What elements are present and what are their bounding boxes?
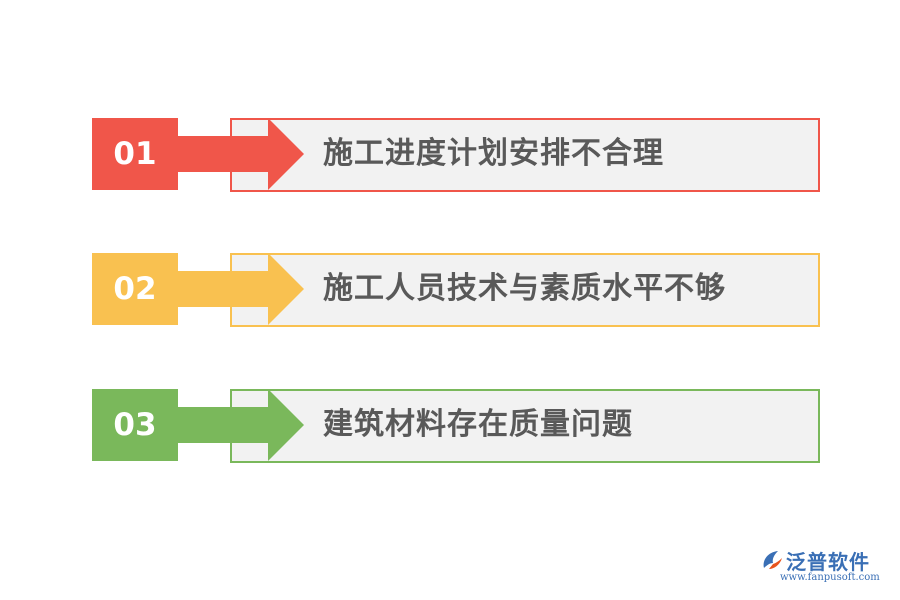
item-text-box xyxy=(230,389,820,463)
item-number-badge: 02 xyxy=(92,253,178,325)
item-number-badge: 01 xyxy=(92,118,178,190)
item-label: 建筑材料存在质量问题 xyxy=(323,407,633,442)
arrow-right-icon xyxy=(178,118,304,190)
item-text-box xyxy=(230,253,820,327)
item-number: 03 xyxy=(113,407,157,443)
item-number: 01 xyxy=(113,136,157,172)
arrow-right-icon xyxy=(178,253,304,325)
item-row-03: 03 建筑材料存在质量问题 xyxy=(92,389,820,463)
item-row-01: 01 施工进度计划安排不合理 xyxy=(92,118,820,192)
item-text-box xyxy=(230,118,820,192)
item-label: 施工人员技术与素质水平不够 xyxy=(323,271,726,306)
brand-url: www.fanpusoft.com xyxy=(780,572,880,583)
item-row-02: 02 施工人员技术与素质水平不够 xyxy=(92,253,820,327)
arrow-right-icon xyxy=(178,389,304,461)
item-number-badge: 03 xyxy=(92,389,178,461)
brand-logo: 泛普软件 www.fanpusoft.com xyxy=(760,546,888,586)
item-label: 施工进度计划安排不合理 xyxy=(323,136,664,171)
brand-name: 泛普软件 xyxy=(786,550,870,574)
fanpu-logo-icon xyxy=(763,551,782,569)
item-number: 02 xyxy=(113,271,157,307)
